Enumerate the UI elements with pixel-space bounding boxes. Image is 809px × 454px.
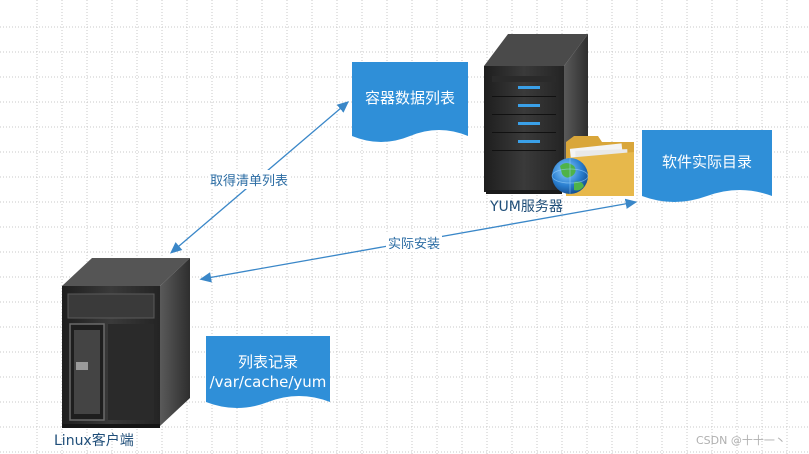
repo-list-doc [352, 62, 468, 142]
linux-client-icon [62, 258, 190, 428]
real-dir-doc [642, 130, 772, 202]
cache-label-line2: /var/cache/yum [209, 373, 327, 391]
real-dir-label: 软件实际目录 [661, 153, 752, 171]
cache-doc [206, 336, 330, 408]
globe-icon [551, 158, 589, 194]
yum-server-label: YUM服务器 [490, 199, 563, 215]
repo-list-label: 容器数据列表 [364, 89, 455, 107]
cache-label-line1: 列表记录 [237, 353, 298, 371]
linux-client-label: Linux客户端 [54, 433, 134, 449]
watermark: CSDN @十十一丶 [696, 434, 786, 447]
fetch-list-label: 取得清单列表 [208, 170, 291, 189]
install-label: 实际安装 [386, 233, 443, 252]
